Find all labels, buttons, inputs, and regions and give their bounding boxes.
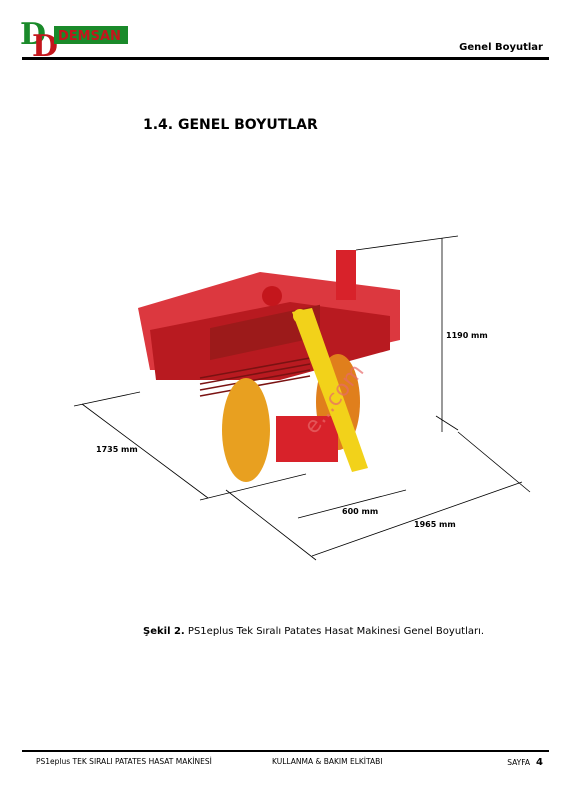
front-disc xyxy=(222,378,270,482)
pto-shaft xyxy=(292,308,368,472)
logo-wordmark: DEMSAN xyxy=(58,29,121,44)
dim-length-label: 1965 mm xyxy=(414,520,456,529)
caption-text: PS1eplus Tek Sıralı Patates Hasat Makine… xyxy=(187,626,485,637)
footer-rule xyxy=(22,750,549,752)
machine-dimension-figure: e...com 1190 mm 1735 mm 600 mm 1965 mm xyxy=(73,235,531,561)
dim-width-label: 1735 mm xyxy=(96,445,138,454)
section-title: 1.4. GENEL BOYUTLAR xyxy=(143,117,318,133)
caption-label: Şekil 2. xyxy=(143,626,185,637)
logo-banner xyxy=(54,26,128,44)
machine-illustration xyxy=(138,250,400,482)
figure-caption: Şekil 2. PS1eplus Tek Sıralı Patates Has… xyxy=(143,626,484,637)
dim-inner-label: 600 mm xyxy=(342,507,378,516)
header-title: Genel Boyutlar xyxy=(459,42,543,53)
logo-letter-d1: D xyxy=(20,17,46,52)
header-rule xyxy=(22,57,549,60)
logo-letter-d2: D xyxy=(32,29,58,60)
dim-height-label: 1190 mm xyxy=(446,331,488,340)
demsan-logo: D D DEMSAN xyxy=(20,17,128,60)
dimension-lines xyxy=(73,235,531,561)
footer-product: PS1eplus TEK SIRALI PATATES HASAT MAKİNE… xyxy=(36,757,212,766)
footer-page-label: SAYFA xyxy=(507,758,531,767)
footer-manual-title: KULLANMA & BAKIM ELKİTABI xyxy=(272,757,383,766)
footer-page: SAYFA 4 xyxy=(507,757,543,768)
footer-page-number: 4 xyxy=(536,757,543,768)
